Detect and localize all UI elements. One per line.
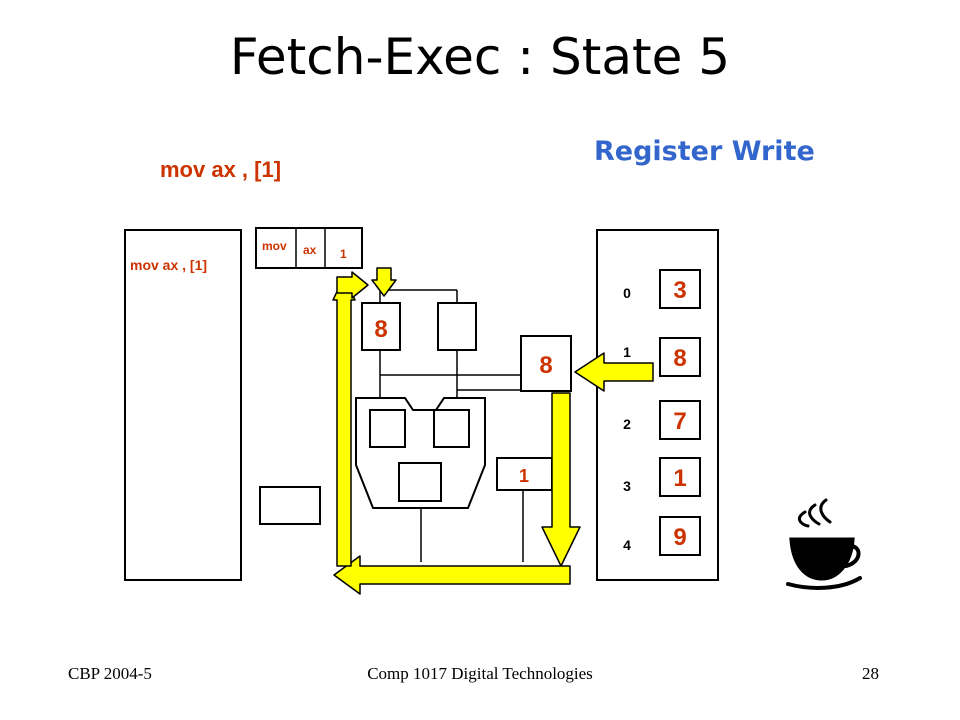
register-cell xyxy=(659,337,701,377)
register-value: 3 xyxy=(673,277,686,304)
instruction-register: mov ax 1 xyxy=(255,227,363,269)
alu-input-a xyxy=(369,409,406,448)
register-value: 1 xyxy=(673,465,686,492)
right-register xyxy=(437,302,477,351)
register-list: 0 3 1 8 2 7 3 1 4 9 xyxy=(623,269,701,556)
register-value: 9 xyxy=(673,524,686,551)
memory-label: mov ax , [1] xyxy=(130,257,207,273)
register-index: 0 xyxy=(623,285,631,301)
left-register-value: 8 xyxy=(374,316,387,343)
arrow-left-bus xyxy=(333,555,571,595)
register-index: 3 xyxy=(623,478,631,494)
footer-center: Comp 1017 Digital Technologies xyxy=(367,664,593,683)
register-index: 1 xyxy=(623,344,631,360)
arrow-left-register-write xyxy=(574,352,654,392)
address-register xyxy=(496,457,553,491)
java-coffee-cup-icon xyxy=(786,498,862,590)
register-value: 7 xyxy=(673,408,686,435)
footer-page-number: 28 xyxy=(862,664,879,683)
data-flow-arrows xyxy=(332,267,654,595)
arrow-down-mdr xyxy=(541,392,581,567)
page-title: Fetch-Exec : State 5 xyxy=(229,28,731,86)
current-instruction: mov ax , [1] xyxy=(160,157,282,182)
register-cell xyxy=(659,457,701,497)
register-cell xyxy=(659,269,701,309)
ir-address: 1 xyxy=(340,247,347,261)
alu-output xyxy=(398,462,442,502)
register-index: 4 xyxy=(623,537,631,553)
data-register-value: 8 xyxy=(539,352,552,379)
register-cell xyxy=(659,400,701,440)
arrow-right-to-ir xyxy=(336,271,369,299)
footer-left: CBP 2004-5 xyxy=(68,664,152,683)
data-register xyxy=(520,335,572,392)
memory-box xyxy=(124,229,242,581)
output-box xyxy=(259,486,321,525)
register-cell xyxy=(659,516,701,556)
left-register xyxy=(361,302,401,351)
arrow-up-bus xyxy=(332,276,356,567)
register-value: 8 xyxy=(673,345,686,372)
address-register-value: 1 xyxy=(519,466,529,486)
ir-opcode: mov xyxy=(262,239,287,253)
ir-register: ax xyxy=(303,243,317,257)
state-subtitle: Register Write xyxy=(594,136,815,167)
alu-input-b xyxy=(433,409,470,448)
register-index: 2 xyxy=(623,416,631,432)
arrow-down-ir xyxy=(371,267,397,297)
